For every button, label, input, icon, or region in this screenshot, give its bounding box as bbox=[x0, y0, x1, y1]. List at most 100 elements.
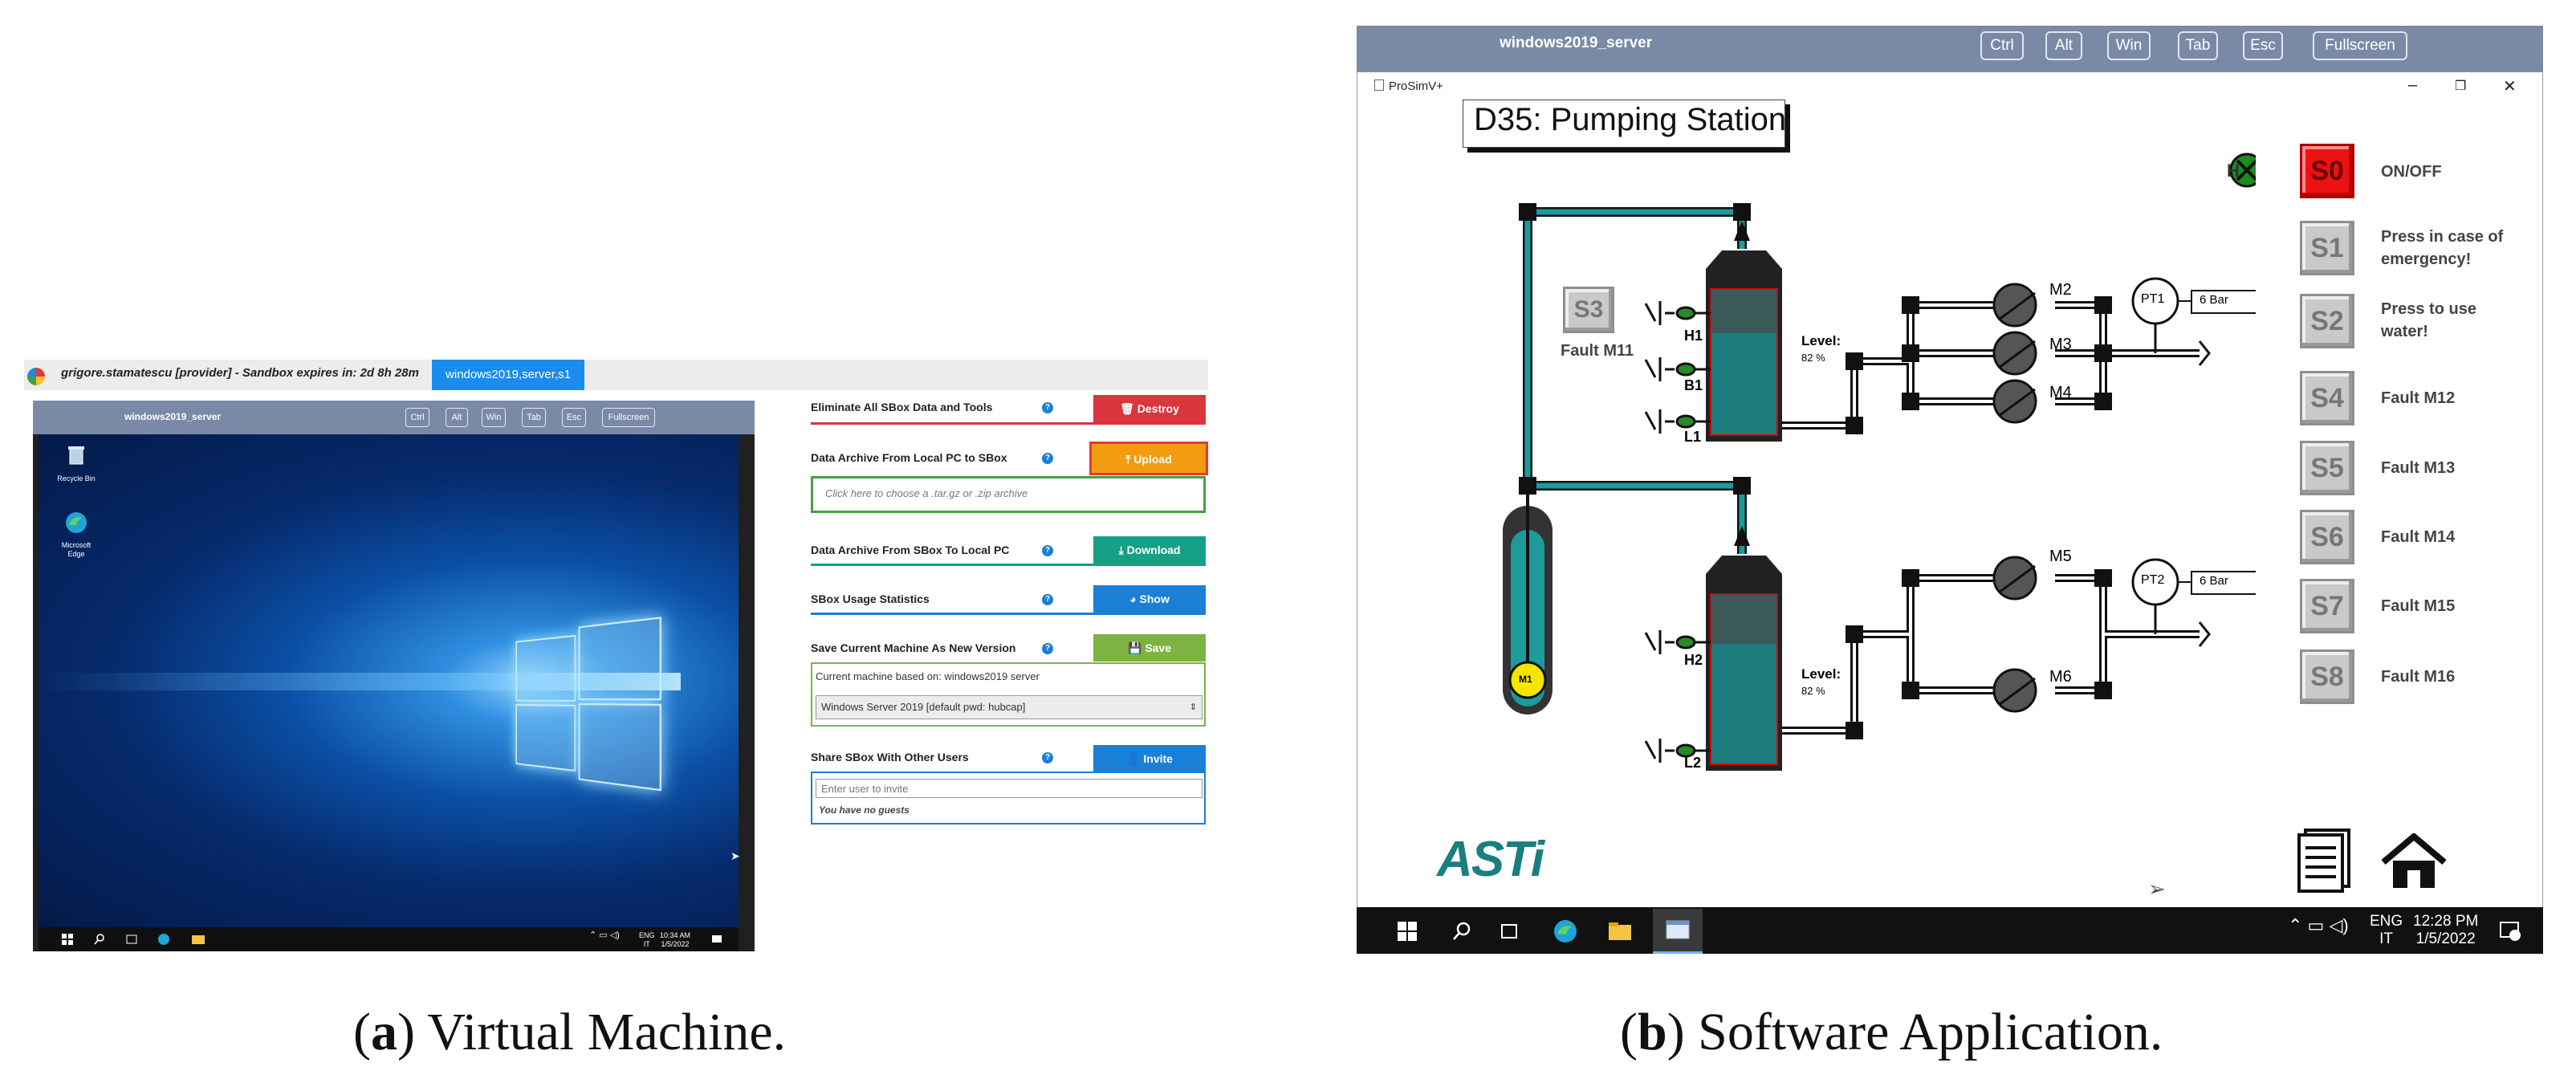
search-icon[interactable] bbox=[93, 933, 106, 946]
tray-icons[interactable]: ⌃ ▭ ◁) bbox=[589, 930, 620, 940]
tray-language[interactable]: ENG IT bbox=[2370, 913, 2403, 948]
restore-icon[interactable]: ❐ bbox=[2455, 79, 2467, 93]
app-logo-icon bbox=[27, 368, 45, 385]
start-icon[interactable] bbox=[1397, 921, 1418, 946]
search-icon[interactable] bbox=[1451, 921, 1472, 946]
s2-button[interactable]: S2 bbox=[2300, 294, 2354, 348]
vm-fullscreen-button[interactable]: Fullscreen bbox=[602, 408, 655, 427]
destroy-underline bbox=[811, 422, 1206, 425]
caption-a-text: ) Virtual Machine. bbox=[397, 1003, 787, 1061]
version-select[interactable]: Windows Server 2019 [default pwd: hubcap… bbox=[816, 695, 1203, 719]
sandbox-topbar bbox=[24, 360, 1208, 390]
save-button[interactable]: 💾 Save bbox=[1093, 634, 1206, 662]
file-chooser[interactable] bbox=[811, 476, 1206, 513]
vm-alt-button[interactable]: Alt bbox=[446, 408, 468, 427]
pt2-label: PT2 bbox=[2141, 573, 2165, 587]
invite-button[interactable]: 👤 Invite bbox=[1093, 745, 1206, 772]
s4-label: Fault M12 bbox=[2381, 389, 2456, 407]
vm-win-button[interactable]: Win bbox=[482, 408, 506, 427]
s8-button[interactable]: S8 bbox=[2300, 649, 2354, 704]
help-icon[interactable]: ? bbox=[1042, 752, 1053, 763]
edge-taskbar-icon[interactable] bbox=[157, 933, 170, 946]
file-explorer-icon[interactable] bbox=[1608, 921, 1632, 946]
s4-button[interactable]: S4 bbox=[2300, 371, 2354, 425]
tank-1 bbox=[1706, 221, 1782, 442]
pt1-label: PT1 bbox=[2141, 292, 2165, 306]
home-icon[interactable] bbox=[2380, 832, 2448, 895]
tray-lang: ENG bbox=[2370, 913, 2403, 930]
s1-button[interactable]: S1 bbox=[2300, 221, 2354, 275]
tab-server[interactable]: windows2019,server,s1 bbox=[432, 360, 584, 390]
remote-alt-button[interactable]: Alt bbox=[2045, 31, 2082, 60]
upload-button[interactable]: ⤒ Upload bbox=[1089, 442, 1208, 475]
vm-tab-button[interactable]: Tab bbox=[522, 408, 546, 427]
vm-esc-button[interactable]: Esc bbox=[562, 408, 586, 427]
help-icon[interactable]: ? bbox=[1042, 643, 1053, 654]
recycle-bin-label: Recycle Bin bbox=[57, 474, 96, 482]
s3-button[interactable]: S3 bbox=[1563, 287, 1614, 333]
invite-user-input[interactable] bbox=[816, 779, 1203, 798]
tank1-level-label: Level: bbox=[1801, 333, 1841, 348]
task-view-icon[interactable] bbox=[125, 933, 138, 946]
document-icon[interactable] bbox=[2297, 829, 2350, 897]
tray-locale: IT bbox=[643, 940, 650, 948]
remote-esc-button[interactable]: Esc bbox=[2243, 31, 2283, 60]
destroy-button[interactable]: 🗑 Destroy bbox=[1093, 395, 1206, 422]
vm-title: windows2019_server bbox=[124, 411, 222, 422]
remote-fullscreen-button[interactable]: Fullscreen bbox=[2313, 31, 2407, 60]
help-icon[interactable]: ? bbox=[1042, 594, 1053, 605]
show-button[interactable]: ◕ Show bbox=[1093, 585, 1206, 613]
pt2-value: 6 Bar bbox=[2200, 574, 2228, 588]
windows-wallpaper-logo bbox=[515, 607, 666, 792]
download-button[interactable]: ⤓ Download bbox=[1093, 536, 1206, 564]
prosim-taskbar-item[interactable] bbox=[1653, 909, 1703, 954]
edge-taskbar-icon[interactable] bbox=[1553, 919, 1577, 947]
remote-ctrl-button[interactable]: Ctrl bbox=[1980, 31, 2024, 60]
caption-b-text: ) Software Application. bbox=[1666, 1003, 2163, 1061]
tray-lang: ENG bbox=[639, 931, 655, 939]
help-icon[interactable]: ? bbox=[1042, 402, 1053, 413]
file-explorer-icon[interactable] bbox=[191, 933, 205, 946]
help-icon[interactable]: ? bbox=[1042, 545, 1053, 556]
tank1-level-value: 82 % bbox=[1801, 352, 1825, 364]
tray-clock[interactable]: 12:28 PM 1/5/2022 bbox=[2413, 913, 2478, 948]
show-underline bbox=[811, 613, 1206, 615]
s5-button[interactable]: S5 bbox=[2300, 441, 2354, 495]
edge-icon[interactable] bbox=[64, 511, 88, 535]
fault-m11-label: Fault M11 bbox=[1561, 342, 1634, 360]
s0-button[interactable]: S0 bbox=[2300, 144, 2354, 198]
notification-icon[interactable] bbox=[710, 933, 723, 946]
tray-date: 1/5/2022 bbox=[2415, 930, 2476, 947]
save-button-label: Save bbox=[1145, 641, 1172, 654]
stage-title: D35: Pumping Station bbox=[1474, 102, 1787, 137]
recycle-bin-icon[interactable] bbox=[64, 442, 88, 466]
caption-b: (b) Software Application. bbox=[1620, 1003, 2163, 1061]
download-label: Data Archive From SBox To Local PC bbox=[811, 544, 1010, 556]
sensor-l1-label: L1 bbox=[1684, 429, 1702, 445]
notification-icon[interactable] bbox=[2499, 919, 2521, 946]
close-icon[interactable]: ✕ bbox=[2503, 78, 2517, 96]
task-view-icon[interactable] bbox=[1500, 921, 1520, 946]
caption-b-letter: b bbox=[1637, 1003, 1667, 1061]
help-icon[interactable]: ? bbox=[1042, 453, 1053, 464]
start-icon[interactable] bbox=[61, 933, 74, 946]
s8-label: Fault M16 bbox=[2381, 668, 2456, 686]
s6-button[interactable]: S6 bbox=[2300, 510, 2354, 564]
asti-logo: ASTi bbox=[1437, 832, 1544, 887]
s2-label: Press to use water! bbox=[2381, 300, 2476, 340]
vm-ctrl-button[interactable]: Ctrl bbox=[405, 408, 429, 427]
minimize-icon[interactable]: – bbox=[2408, 76, 2418, 94]
based-on-text: Current machine based on: windows2019 se… bbox=[816, 670, 1040, 682]
remote-win-button[interactable]: Win bbox=[2107, 31, 2151, 60]
tray-icons[interactable]: ⌃ ▭ ◁) bbox=[2288, 915, 2349, 935]
s7-label: Fault M15 bbox=[2381, 597, 2456, 615]
remote-title: windows2019_server bbox=[1500, 35, 1653, 51]
download-underline bbox=[811, 564, 1206, 566]
pump-m2-label: M2 bbox=[2049, 281, 2072, 299]
tray-clock[interactable]: 10:34 AM 1/5/2022 bbox=[660, 931, 690, 949]
tray-language[interactable]: ENG IT bbox=[639, 931, 655, 949]
remote-tab-button[interactable]: Tab bbox=[2178, 31, 2218, 60]
s7-button[interactable]: S7 bbox=[2300, 579, 2354, 633]
edge-label: Microsoft Edge bbox=[61, 541, 92, 558]
show-button-label: Show bbox=[1139, 592, 1170, 605]
